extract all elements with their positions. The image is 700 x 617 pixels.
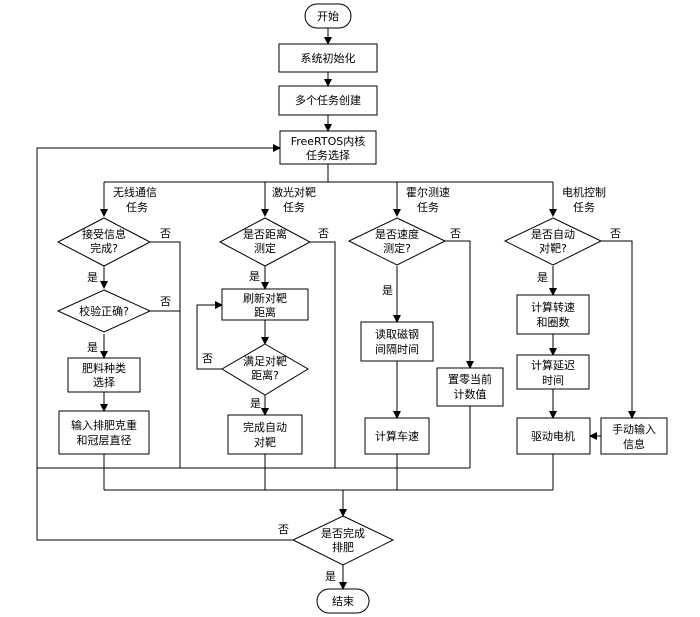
manual-input-line2: 信息: [623, 437, 645, 451]
decision-check-valid: [56, 289, 152, 333]
task-hall-line1: 霍尔测速: [406, 186, 450, 199]
task-wireless-line1: 无线通信: [113, 185, 157, 199]
refresh-line1: 刷新对靶: [243, 291, 287, 305]
scheduler-box: [279, 130, 377, 165]
decision-auto-target: [503, 217, 603, 266]
no-label-final: 否: [278, 523, 289, 536]
task-hall-line2: 任务: [417, 201, 439, 214]
drive-motor-label: 驱动电机: [531, 429, 575, 443]
no-label-range: 否: [318, 227, 329, 240]
calc-rotation-line2: 和圈数: [537, 316, 570, 329]
calc-delay-box: [516, 354, 590, 390]
calc-speed-box: [364, 417, 430, 455]
start-terminal: [304, 3, 352, 29]
scheduler-line2: 任务选择: [306, 148, 350, 162]
reset-count-line2: 计数值: [454, 388, 487, 401]
input-box: [58, 410, 150, 455]
init-label: 系统初始化: [301, 51, 356, 65]
task-wireless-line2: 任务: [126, 201, 148, 214]
read-magnet-line1: 读取磁钢: [375, 327, 419, 341]
decision-recv-line1: 接受信息: [82, 227, 126, 241]
no-label-speed: 否: [450, 227, 461, 240]
calc-speed-label: 计算车速: [375, 429, 419, 443]
fert-type-line2: 选择: [93, 375, 115, 389]
refresh-box: [221, 288, 309, 321]
create-box: [278, 85, 378, 116]
decision-fertilize-done: [291, 515, 395, 566]
manual-input-box: [600, 417, 668, 455]
yes-label-recv: 是: [87, 271, 98, 284]
end-label: 结束: [332, 595, 354, 608]
decision-auto-line2: 对靶?: [539, 241, 567, 255]
decision-range-line2: 测定: [254, 241, 276, 255]
no-label-meet: 否: [202, 352, 213, 365]
input-line1: 输入排肥克重: [71, 418, 137, 432]
drive-motor-box: [516, 417, 591, 455]
decision-check-label: 校验正确?: [79, 304, 129, 318]
decision-meet-distance: [221, 343, 309, 396]
done-line2: 对靶: [254, 435, 276, 449]
yes-label-meet: 是: [250, 397, 261, 410]
calc-rotation-box: [516, 294, 590, 335]
task-laser-line2: 任务: [283, 201, 305, 214]
decision-auto-line1: 是否自动: [531, 228, 575, 241]
yes-label-auto: 是: [537, 271, 548, 284]
task-motor-line1: 电机控制: [562, 185, 606, 199]
fert-type-line1: 肥料种类: [82, 361, 126, 375]
start-label: 开始: [317, 9, 339, 23]
decision-meet-line2: 距离?: [251, 368, 279, 382]
refresh-line2: 距离: [254, 305, 276, 319]
calc-delay-line1: 计算延迟: [531, 358, 575, 372]
connectors: [36, 28, 636, 590]
no-label-recv: 否: [160, 227, 171, 240]
reset-count-box: [436, 367, 504, 407]
calc-delay-line2: 时间: [542, 374, 564, 387]
done-line1: 完成自动: [243, 420, 287, 434]
reset-count-line1: 置零当前: [448, 372, 492, 386]
create-label: 多个任务创建: [295, 93, 361, 107]
end-terminal: [316, 588, 370, 614]
yes-label-speed: 是: [382, 284, 393, 297]
input-line2: 和冠层直径: [77, 433, 132, 447]
decision-final-line2: 排肥: [332, 540, 354, 554]
decision-speed-measured: [347, 217, 447, 266]
decision-speed-line1: 是否速度: [375, 227, 419, 241]
no-label-auto: 否: [610, 227, 621, 240]
task-motor-line2: 任务: [573, 201, 595, 214]
no-label-check: 否: [160, 295, 171, 308]
decision-range-measured: [218, 217, 312, 267]
fert-type-box: [67, 357, 141, 393]
init-box: [278, 43, 378, 73]
decision-range-line1: 是否距离: [243, 227, 287, 241]
scheduler-line1: FreeRTOS内核: [291, 134, 366, 148]
decision-speed-line2: 测定?: [383, 241, 411, 255]
calc-rotation-line1: 计算转速: [531, 300, 575, 314]
read-magnet-line2: 间隔时间: [375, 343, 419, 356]
task-laser-line1: 激光对靶: [272, 185, 316, 199]
read-magnet-box: [360, 321, 434, 362]
manual-input-line1: 手动输入: [612, 422, 656, 436]
decision-recv-line2: 完成?: [90, 241, 118, 255]
yes-label-check: 是: [87, 341, 98, 354]
decision-recv-complete: [56, 217, 152, 267]
yes-label-range: 是: [249, 270, 260, 283]
done-box: [227, 414, 303, 455]
yes-label-final: 是: [325, 570, 336, 583]
decision-meet-line1: 满足对靶: [243, 354, 287, 368]
decision-final-line1: 是否完成: [321, 526, 365, 540]
